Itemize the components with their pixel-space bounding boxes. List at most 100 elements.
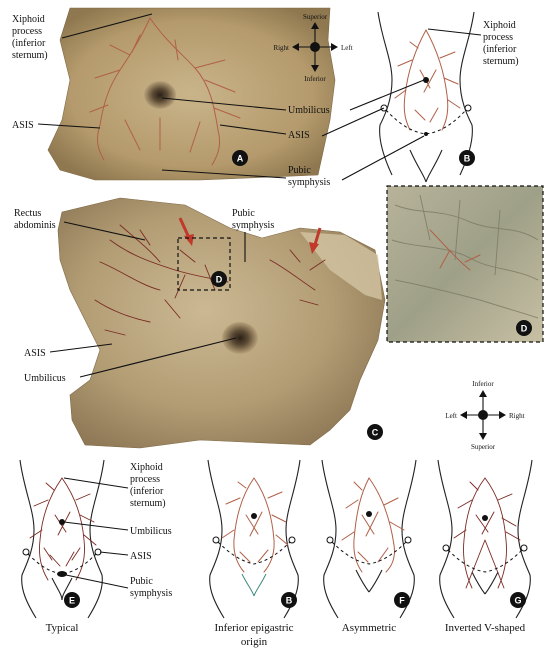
panel-e-xiphoid-label-4: sternum) [130, 498, 166, 509]
panel-g-asis-right [520, 544, 528, 552]
compass-top-superior: Superior [303, 13, 328, 21]
panel-c-badge-label: C [372, 428, 379, 438]
panel-a-xiphoid-label-1: Xiphoid [12, 14, 45, 25]
panel-e-badge-label: E [69, 596, 75, 606]
panel-b-xiphoid-leader [427, 28, 482, 36]
panel-c: D C Rectus abdominis Pubic symphysis ASI… [14, 197, 386, 449]
compass-top-up-arrowhead [311, 22, 319, 29]
panel-b2-umbilicus-dot [251, 513, 257, 519]
panel-b-umbilicus-dot [423, 77, 429, 83]
compass-top-left-arrowhead [292, 43, 299, 51]
panel-g-pubic-outline [471, 571, 499, 595]
panel-g-badge [510, 592, 526, 608]
panel-f-caption: Asymmetric [342, 622, 396, 634]
panel-a-umbilicus-label: Umbilicus [288, 105, 330, 116]
panel-g-vessels [453, 477, 521, 589]
panel-g-badge-label: G [514, 596, 521, 606]
panel-g: G Inverted V-shaped [437, 459, 533, 634]
panel-a-asis-left-label: ASIS [12, 120, 34, 131]
panel-c-inset-badge-label: D [216, 275, 223, 285]
panel-c-rectus-leader [63, 221, 146, 241]
panel-f-badge-label: F [399, 596, 405, 606]
panel-e-badge [64, 592, 80, 608]
panel-e-caption: Typical [46, 622, 79, 634]
compass-bottom-superior: Superior [471, 443, 496, 451]
panel-b-umbilicus-leader [349, 79, 425, 111]
panel-e-umbilicus-dot [59, 519, 65, 525]
panel-a-xiphoid-leader [61, 13, 153, 39]
compass-bottom-down-arrowhead [479, 433, 487, 440]
panel-c-umbilicus-label: Umbilicus [24, 373, 66, 384]
panel-c-asis-label: ASIS [24, 348, 46, 359]
panel-b2-badge-label: B [286, 596, 293, 606]
panel-c-photo [57, 197, 386, 449]
panel-b2-asis-left [212, 536, 220, 544]
panel-b2-caption-1: Inferior epigastric [214, 622, 293, 634]
panel-a: A Xiphoid process (inferior sternum) ASI… [12, 7, 336, 188]
panel-a-badge [232, 150, 248, 166]
panel-e-torso-outline [19, 459, 105, 619]
panel-b2-asis-right [288, 536, 296, 544]
panel-e-umbilicus-leader [63, 521, 129, 531]
panel-f-vessels [341, 477, 405, 573]
panel-a-photo [47, 7, 336, 181]
panel-c-red-arrow-left-head [184, 234, 194, 246]
panel-b2-badge [281, 592, 297, 608]
panel-e-pubic-leader [65, 574, 129, 589]
panel-b-asis-leader [321, 107, 385, 137]
panel-b-inguinal-dash [385, 109, 467, 135]
panel-b-badge-label: B [464, 154, 471, 164]
panel-c-red-arrow-right-head [309, 242, 319, 254]
panel-a-pubic-label-1: Pubic [288, 165, 311, 176]
panel-e-xiphoid-leader [63, 477, 129, 489]
panel-c-umbilicus [222, 322, 258, 354]
panel-f-asis-left [326, 536, 334, 544]
panel-b-xiphoid-label-2: process [483, 32, 513, 43]
panel-e-xiphoid-label-2: process [130, 474, 160, 485]
panel-c-inset-badge [211, 271, 227, 287]
panel-e-pubic-label-2: symphysis [130, 588, 172, 599]
panel-a-pubic-label-2: symphysis [288, 177, 330, 188]
panel-b-asis-right [464, 104, 472, 112]
panel-e-asis-label: ASIS [130, 551, 152, 562]
panel-b2-inguinal-dash [217, 541, 291, 565]
panel-c-asis-leader [49, 343, 113, 353]
panel-e-asis-leader [99, 551, 129, 556]
panel-c-pubic-label-1: Pubic [232, 208, 255, 219]
panel-a-xiphoid-label-3: (inferior [12, 38, 46, 49]
compass-top: Superior Inferior Right Left [273, 13, 352, 83]
panel-b-pubic-leader [341, 135, 425, 181]
panel-b2: B Inferior epigastric origin [207, 459, 301, 648]
panel-a-umbilicus-leader [161, 97, 287, 111]
panel-b-xiphoid-label-1: Xiphoid [483, 20, 516, 31]
panel-c-umbilicus-leader [79, 337, 237, 378]
panel-e-asis-left [22, 548, 30, 556]
compass-bottom-left: Left [445, 412, 457, 420]
panel-e-vessels [29, 477, 97, 581]
panel-a-umbilicus [144, 81, 176, 109]
panel-b-pubic-dot [424, 132, 428, 136]
compass-bottom-up-arrowhead [479, 390, 487, 397]
panel-c-rectus-label-2: abdominis [14, 220, 56, 231]
panel-g-inguinal-dash [447, 549, 523, 573]
panel-a-pubic-leader [161, 169, 287, 179]
panel-f-umbilicus-dot [366, 511, 372, 517]
panel-a-xiphoid-label-2: process [12, 26, 42, 37]
panel-c-badge [367, 424, 383, 440]
panel-c-pubic-label-2: symphysis [232, 220, 274, 231]
panel-f-pubic-outline [355, 569, 383, 593]
panel-b2-vessels [221, 477, 289, 573]
panel-f-inguinal-dash [331, 541, 407, 565]
compass-bottom-right: Right [509, 412, 525, 420]
compass-top-left: Left [341, 44, 353, 52]
panel-d-badge [516, 320, 532, 336]
panel-c-inset-box [177, 237, 231, 291]
panel-b2-pubic-outline [241, 573, 267, 597]
panel-b-pubic-outline [409, 149, 443, 183]
compass-bottom-left-arrowhead [460, 411, 467, 419]
panel-g-caption: Inverted V-shaped [445, 622, 526, 634]
panel-f-asis-right [404, 536, 412, 544]
compass-bottom: Inferior Superior Left Right [445, 380, 524, 451]
panel-d-photo [386, 185, 544, 343]
panel-d: D [386, 185, 544, 343]
